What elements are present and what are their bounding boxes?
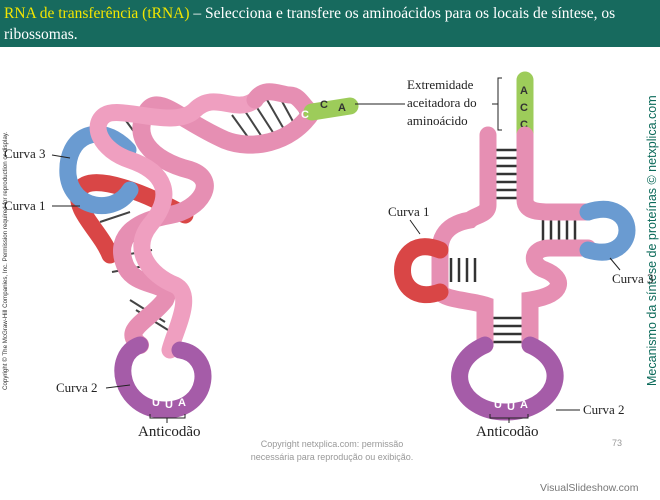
curva3-loop-2d [579,201,636,261]
title-highlight: RNA de transferência (tRNA) [4,5,190,22]
uua-left-2: A [178,397,186,409]
acc-right-2: C [520,119,528,131]
watermark: VisualSlideshow.com [540,482,639,494]
acceptor-end-3d [303,97,359,121]
curva1-loop-2d [394,238,449,303]
trna-diagram: C C A U U A Curva 3 Curva 1 Curva 2 Anti… [4,71,654,440]
anticodao-label-left: Anticodão [138,424,200,440]
cca-left-1: C [320,99,328,111]
curva3-label-right: Curva 3 [612,271,654,286]
acc-right-0: A [520,85,528,97]
cloverleaf-right-strand [516,126,597,354]
page-number: 73 [612,438,623,448]
extremidade-line1: Extremidade [407,77,474,92]
trna-3d-structure: C C A U U A [59,83,359,419]
right-labels: Curva 1 Curva 3 Curva 2 Anticodão [388,204,654,440]
uua-right-0: U [494,399,502,411]
main-strand-3d [113,96,321,354]
footer-line1: Copyright netxplica.com: permissão [260,439,404,449]
uua-left-0: U [152,397,160,409]
title-banner: RNA de transferência (tRNA) – Selecciona… [0,0,660,47]
slide-title: RNA de transferência (tRNA) – Selecciona… [4,3,654,45]
curva2-label-right: Curva 2 [583,402,625,417]
anticodao-label-right: Anticodão [476,424,538,440]
main-strand-3d-b [89,91,264,359]
trna-cloverleaf: A C C U U A [394,71,636,421]
uua-right-2: A [520,399,528,411]
acc-right-1: C [520,102,528,114]
footer-copyright: Copyright netxplica.com: permissão neces… [232,438,432,464]
uua-left-1: U [165,399,173,411]
extremidade-line3: aminoácido [407,113,468,128]
curva1-label-right: Curva 1 [388,204,430,219]
footer-line2: necessária para reprodução ou exibição. [250,452,414,462]
uua-right-1: U [507,401,515,413]
curva2-loop-3d [114,336,212,419]
cca-left-0: C [301,109,309,121]
curva3-label-left: Curva 3 [4,146,46,161]
title-rest: – Selecciona e transfere os aminoácidos … [4,5,616,43]
cloverleaf-left-strand [431,136,497,354]
extremidade-line2: aceitadora do [407,95,477,110]
extremidade-label: Extremidade aceitadora do aminoácido [407,77,502,131]
cca-left-2: A [338,102,346,114]
curva2-loop-2d [451,336,564,421]
curva1-label-left: Curva 1 [4,198,46,213]
curva2-label-left: Curva 2 [56,380,98,395]
left-labels: Curva 3 Curva 1 Curva 2 Anticodão [4,103,405,440]
